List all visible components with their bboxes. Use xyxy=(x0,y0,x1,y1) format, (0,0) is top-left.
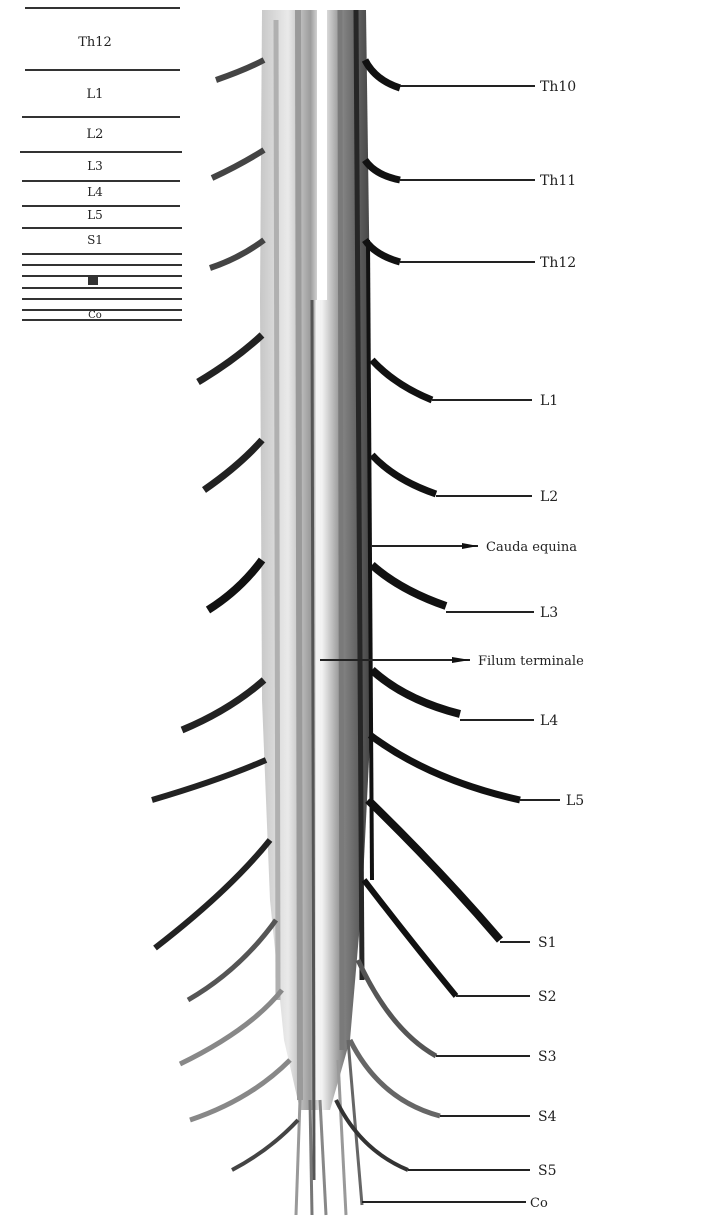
label-l5: L5 xyxy=(566,793,584,809)
vertebral-level-scale: Th12 L1 L2 L3 L4 L5 S1 Co xyxy=(20,8,182,321)
label-l1: L1 xyxy=(540,393,558,409)
label-th12: Th12 xyxy=(540,255,576,271)
scale-label-l5: L5 xyxy=(87,208,103,222)
label-s5: S5 xyxy=(538,1163,557,1179)
label-th11: Th11 xyxy=(540,173,576,189)
label-co: Co xyxy=(530,1196,548,1211)
scale-label-l1: L1 xyxy=(87,87,104,102)
label-s1: S1 xyxy=(538,935,557,951)
scale-label-l2: L2 xyxy=(87,127,104,142)
scale-label-th12: Th12 xyxy=(78,35,112,50)
label-s3: S3 xyxy=(538,1049,557,1065)
cauda-equina-bundle xyxy=(260,10,372,1215)
label-filum-terminale: Filum terminale xyxy=(478,654,584,669)
label-l2: L2 xyxy=(540,489,558,505)
label-l4: L4 xyxy=(540,713,558,729)
scale-label-l3: L3 xyxy=(87,159,103,173)
label-l3: L3 xyxy=(540,605,558,621)
right-labels: Th10 Th11 Th12 L1 L2 Cauda equina L3 Fil… xyxy=(478,79,584,1211)
scale-label-l4: L4 xyxy=(87,185,103,199)
label-cauda-equina: Cauda equina xyxy=(486,540,577,555)
label-s2: S2 xyxy=(538,989,557,1005)
label-th10: Th10 xyxy=(540,79,576,95)
label-s4: S4 xyxy=(538,1109,557,1125)
scale-label-s1: S1 xyxy=(87,233,103,247)
